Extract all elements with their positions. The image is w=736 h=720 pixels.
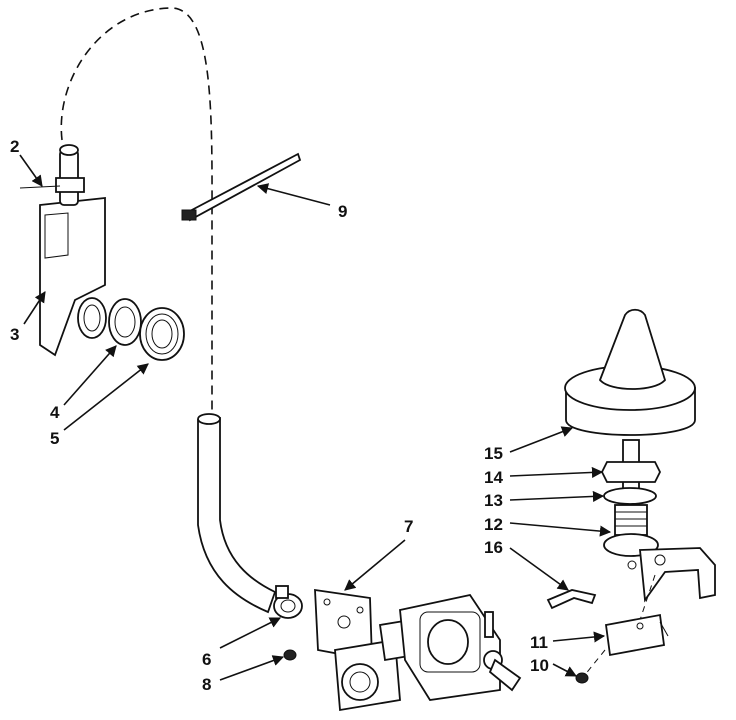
switch-screw-part <box>575 672 589 684</box>
leader-line-7 <box>344 539 406 591</box>
fill-hose-dashed <box>60 7 213 410</box>
cable-tie-part <box>181 152 302 222</box>
leader-line-2 <box>19 154 43 187</box>
callout-label: 4 <box>50 403 60 422</box>
callout-label: 6 <box>202 650 211 669</box>
leader-line-12 <box>509 522 612 537</box>
callout-label: 14 <box>484 468 503 487</box>
leader-line-6 <box>219 617 282 649</box>
lever-part <box>546 589 597 610</box>
leader-line-10 <box>552 663 577 677</box>
leader-line-3 <box>23 291 46 325</box>
leader-line-11 <box>552 631 606 643</box>
leader-line-15 <box>509 426 574 453</box>
water-valve <box>334 593 522 712</box>
leader-line-13 <box>509 490 605 503</box>
callout-label: 13 <box>484 491 503 510</box>
callout-label: 7 <box>404 517 413 536</box>
hose-clamp-part <box>273 585 303 619</box>
switch-bracket <box>639 547 716 603</box>
air-gap-assembly <box>19 144 107 357</box>
callout-label: 8 <box>202 675 211 694</box>
callout-label: 2 <box>10 137 19 156</box>
callout-label: 5 <box>50 429 59 448</box>
bushing-part <box>603 504 659 557</box>
callout-label: 15 <box>484 444 503 463</box>
fill-hose <box>197 413 277 614</box>
nut-part <box>139 307 185 361</box>
callout-label: 10 <box>530 656 549 675</box>
switch-part <box>604 613 669 657</box>
screw-part <box>283 649 297 661</box>
stem-nut-part <box>600 461 662 483</box>
float-part <box>564 308 696 436</box>
callout-label: 9 <box>338 202 347 221</box>
leader-line-8 <box>219 655 285 681</box>
leader-line-16 <box>509 547 569 591</box>
washer-part <box>108 298 142 346</box>
leader-line-5 <box>63 363 149 431</box>
leader-line-14 <box>509 466 604 479</box>
leader-line-9 <box>256 183 331 206</box>
stem-washer-part <box>603 487 657 505</box>
callout-label: 3 <box>10 325 19 344</box>
callout-label: 16 <box>484 538 503 557</box>
callout-label: 11 <box>530 633 548 652</box>
callout-label: 12 <box>484 515 503 534</box>
leader-line-4 <box>63 345 117 406</box>
